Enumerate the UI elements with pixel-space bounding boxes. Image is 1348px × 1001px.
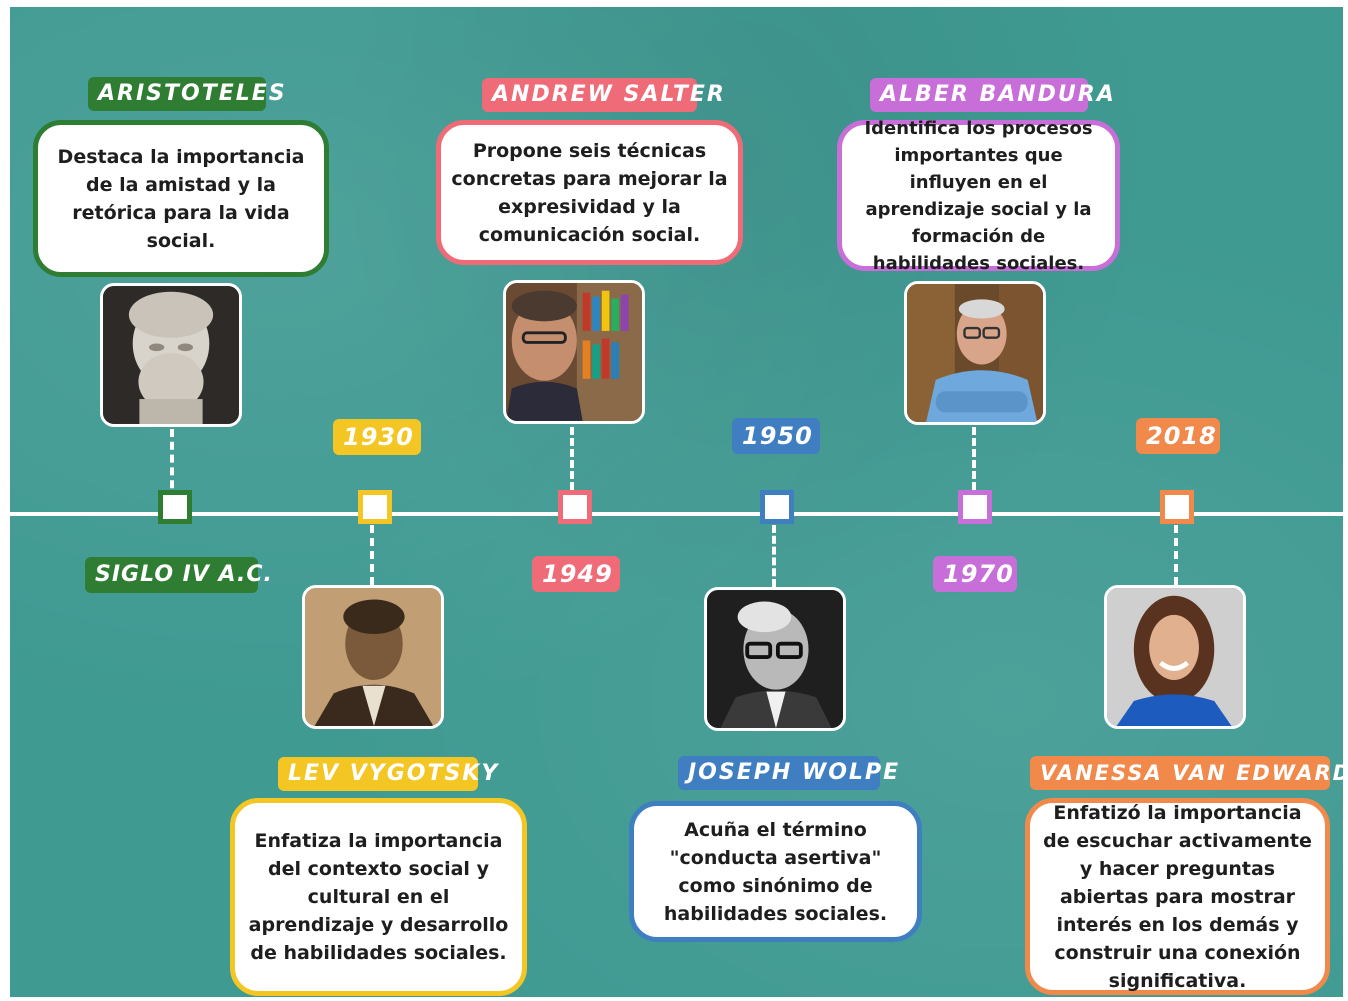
connector-salter [570,427,574,501]
name-tag-bandura: ALBER BANDURA [870,78,1114,112]
marker-aristoteles [158,490,192,524]
year-tag-salter: 1949 [532,556,620,592]
connector-van-edwards [1174,525,1178,585]
connector-aristoteles [170,429,174,501]
description-wolpe: Acuña el término "conducta asertiva" com… [629,801,922,942]
vygotsky-portrait-photo [302,585,444,729]
year-tag-bandura: 1970 [933,556,1017,592]
connector-wolpe [772,525,776,587]
description-salter: Propone seis técnicas concretas para mej… [436,120,743,265]
name-tag-vygotsky: LEV VYGOTSKY [278,757,497,791]
van-edwards-portrait-photo [1104,585,1246,729]
marker-van-edwards [1160,490,1194,524]
description-bandura: Identifica los procesos importantes que … [837,118,1120,274]
name-tag-van-edwards: VANESSA VAN EDWARDS [1030,756,1343,790]
timeline-axis [10,512,1343,516]
name-tag-wolpe: JOSEPH WOLPE [678,756,898,790]
description-aristoteles: Destaca la importancia de la amistad y l… [33,120,329,277]
name-tag-salter: ANDREW SALTER [482,78,724,112]
year-tag-van-edwards: 2018 [1136,418,1220,454]
salter-portrait-photo [503,280,645,424]
timeline-board: ARISTOTELES Destaca la importancia de la… [10,7,1343,997]
description-van-edwards: Enfatizó la importancia de escuchar acti… [1025,798,1330,995]
bandura-portrait-photo [904,281,1046,425]
marker-vygotsky [358,490,392,524]
year-tag-wolpe: 1950 [732,418,820,454]
marker-salter [558,490,592,524]
marker-bandura [958,490,992,524]
connector-bandura [972,427,976,501]
marker-wolpe [760,490,794,524]
aristotle-bust-photo [100,283,242,427]
wolpe-portrait-photo [704,587,846,731]
connector-vygotsky [370,525,374,585]
name-tag-aristoteles: ARISTOTELES [88,77,285,111]
year-tag-aristoteles: SIGLO IV A.C. [85,557,272,593]
description-vygotsky: Enfatiza la importancia del contexto soc… [230,798,527,996]
year-tag-vygotsky: 1930 [333,419,421,455]
